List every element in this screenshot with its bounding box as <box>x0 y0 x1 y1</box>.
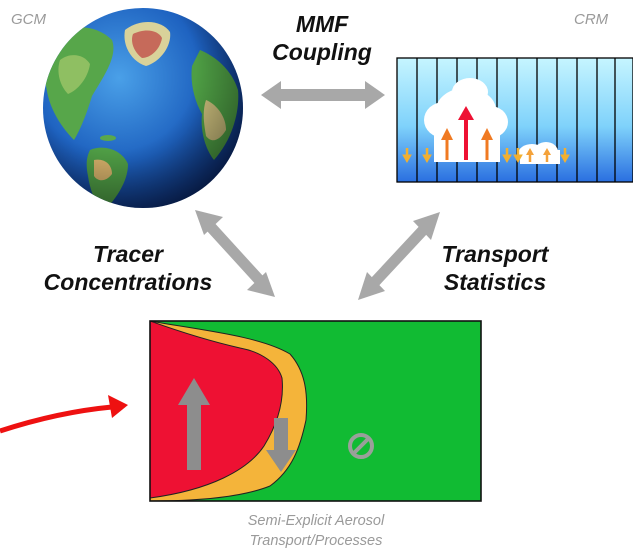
downdraft-arrow <box>266 418 296 472</box>
aerosol-caption: Semi-Explicit Aerosol Transport/Processe… <box>206 511 426 551</box>
mmf-coupling-arrow <box>261 81 385 109</box>
caption-line2: Transport/Processes <box>249 533 383 549</box>
transport-line2: Statistics <box>443 269 547 295</box>
transport-statistics-label: Transport Statistics <box>420 240 570 296</box>
crm-grid-icon <box>396 57 633 183</box>
tracer-concentrations-arrow <box>195 210 275 297</box>
no-symbol-icon <box>348 433 374 459</box>
mmf-coupling-label: MMF Coupling <box>262 10 382 66</box>
crm-label: CRM <box>574 11 609 28</box>
updraft-arrow <box>178 378 210 470</box>
caption-line1: Semi-Explicit Aerosol <box>247 513 385 529</box>
mmf-coupling-line2: Coupling <box>272 39 372 65</box>
gcm-label: GCM <box>11 11 46 28</box>
tracer-line1: Tracer <box>93 241 163 267</box>
transport-line1: Transport <box>441 241 549 267</box>
transport-statistics-arrow <box>358 212 440 300</box>
red-pointer-arrow <box>0 395 128 434</box>
globe-icon <box>43 8 243 208</box>
tracer-line2: Concentrations <box>43 269 213 295</box>
tracer-concentrations-label: Tracer Concentrations <box>28 240 228 296</box>
mmf-coupling-line1: MMF <box>295 11 349 37</box>
